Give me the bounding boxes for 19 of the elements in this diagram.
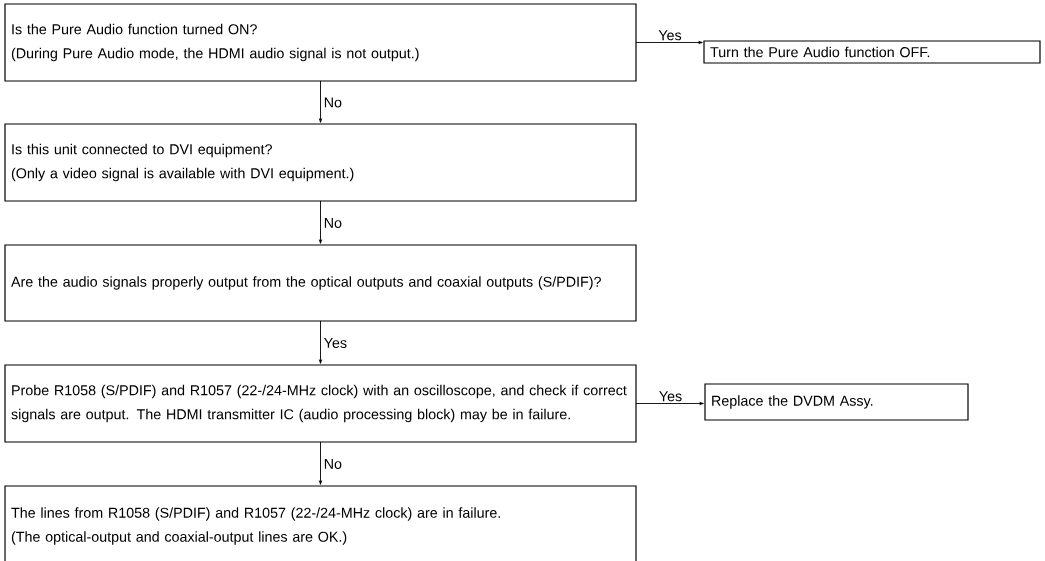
process-box: Is the Pure Audio function turned ON? (During Pure Audio mode, the HDMI audio signal is not output.) bbox=[4, 3, 637, 82]
process-box: Is this unit connected to DVI equipment? (Only a video signal is available with DVI equipment.) bbox=[4, 123, 637, 202]
arrow bbox=[635, 41, 703, 44]
process-box: Turn the Pure Audio function OFF. bbox=[703, 40, 1041, 64]
arrow bbox=[319, 80, 322, 123]
edge-label: Yes bbox=[322, 337, 349, 349]
process-box: Replace the DVDM Assy. bbox=[704, 383, 969, 421]
edge-label: Yes bbox=[657, 390, 684, 403]
arrow bbox=[319, 200, 322, 244]
edge-label: No bbox=[322, 96, 343, 109]
edge-label: No bbox=[322, 217, 343, 229]
arrow bbox=[319, 320, 322, 364]
process-box: Are the audio signals properly output from the optical outputs and coaxial outputs (S/PDIF)? bbox=[4, 244, 637, 322]
process-box: The lines from R1058 (S/PDIF) and R1057 (22-/24-MHz clock) are in failure. (The optical-output and coaxial-output lines are OK.) bbox=[4, 485, 637, 561]
edge-label: Yes bbox=[657, 29, 683, 42]
process-box: Probe R1058 (S/PDIF) and R1057 (22-/24-MHz clock) with an oscilloscope, and check if correct signals are output. The HDMI transmitter IC (audio processing block) may be in failure. bbox=[4, 364, 637, 443]
edge-label: No bbox=[322, 458, 343, 470]
arrow bbox=[319, 441, 322, 485]
arrow bbox=[635, 402, 704, 405]
